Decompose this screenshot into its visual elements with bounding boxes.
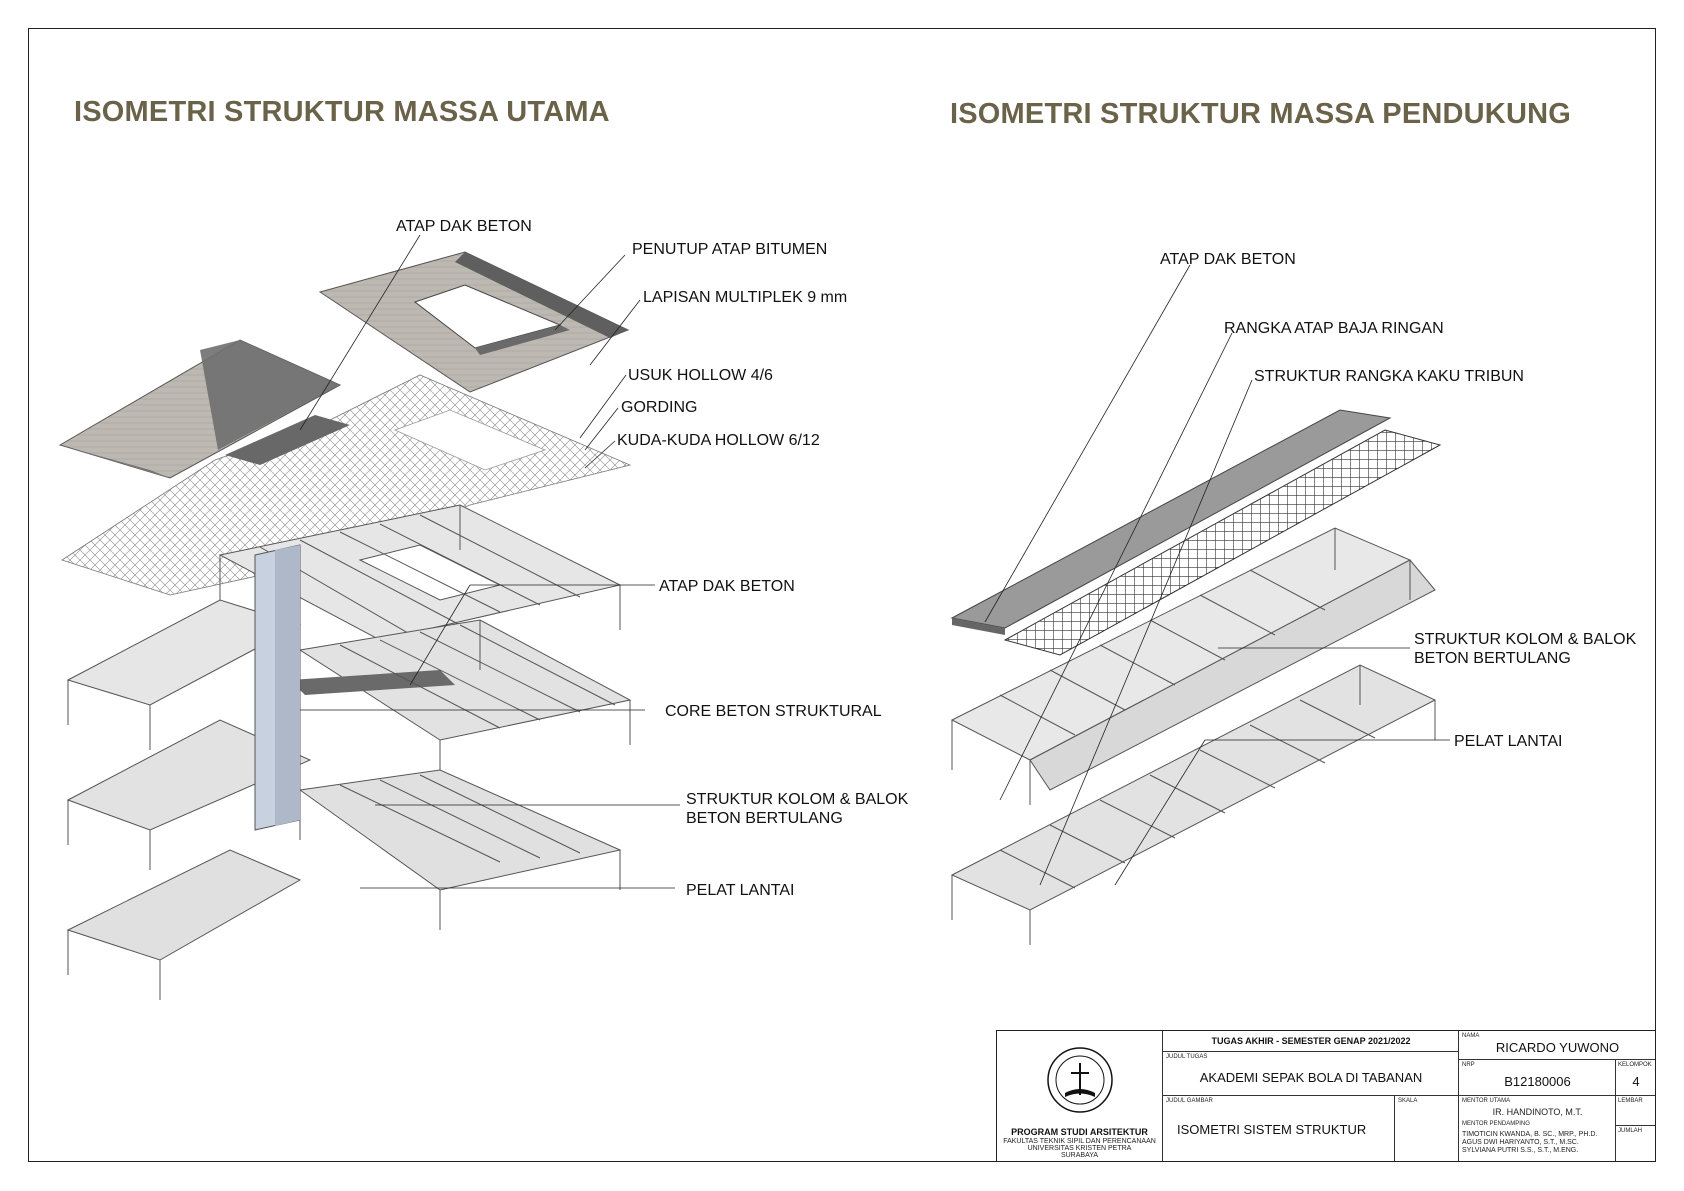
judul-tugas-cell: JUDUL TUGAS AKADEMI SEPAK BOLA DI TABANA… [1162, 1051, 1458, 1095]
title-massa-utama: ISOMETRI STRUKTUR MASSA UTAMA [74, 96, 610, 128]
skala-label: SKALA [1398, 1098, 1418, 1104]
label-atap-dak-beton-mid: ATAP DAK BETON [659, 578, 795, 595]
tugas-akhir-heading: TUGAS AKHIR - SEMESTER GENAP 2021/2022 [1211, 1036, 1411, 1046]
sheet-frame [28, 28, 1656, 1162]
lembar-cell: LEMBAR [1615, 1095, 1655, 1125]
roof-steel-grid [1003, 429, 1442, 656]
logo-cell: PROGRAM STUDI ARSITEKTUR FAKULTAS TEKNIK… [997, 1031, 1162, 1161]
faculty-line-3: SURABAYA [1060, 1152, 1099, 1159]
faculty-line-1: FAKULTAS TEKNIK SIPIL DAN PERENCANAAN [1003, 1138, 1156, 1145]
label-right-atap-dak-beton: ATAP DAK BETON [1160, 251, 1296, 268]
label-rangka-atap: RANGKA ATAP BAJA RINGAN [1224, 320, 1444, 337]
lower-floor-frame-right [950, 664, 1437, 945]
mentor-utama-value: IR. HANDINOTO, M.T. [1492, 1107, 1583, 1117]
massa-utama-drawing: ATAP DAK BETON PENUTUP ATAP BITUMEN LAPI… [58, 218, 909, 1000]
left-leader-lines [299, 234, 680, 889]
roof-truss-layer [61, 374, 632, 596]
label-pelat-lantai: PELAT LANTAI [686, 882, 794, 899]
nrp-value: B12180006 [1504, 1074, 1571, 1089]
nama-value: RICARDO YUWONO [1495, 1040, 1620, 1055]
judul-gambar-cell: JUDUL GAMBAR ISOMETRI SISTEM STRUKTUR [1162, 1095, 1394, 1161]
massa-pendukung-drawing: ATAP DAK BETON RANGKA ATAP BAJA RINGAN S… [950, 251, 1637, 945]
mentor-cell: MENTOR UTAMA IR. HANDINOTO, M.T. MENTOR … [1458, 1095, 1615, 1161]
label-core-beton: CORE BETON STRUKTURAL [665, 703, 882, 720]
label-kuda-kuda: KUDA-KUDA HOLLOW 6/12 [617, 432, 820, 449]
mentor-pendamping-1: TIMOTICIN KWANDA, B. SC., MRP., PH.D. [1462, 1131, 1598, 1138]
program-name: PROGRAM STUDI ARSITEKTUR [1011, 1127, 1148, 1137]
skala-cell: SKALA [1394, 1095, 1458, 1161]
label-lapisan-multiplek: LAPISAN MULTIPLEK 9 mm [643, 289, 847, 306]
mentor-pendamping-label: MENTOR PENDAMPING [1462, 1121, 1530, 1127]
heading-cell: TUGAS AKHIR - SEMESTER GENAP 2021/2022 [1162, 1031, 1458, 1051]
title-massa-pendukung: ISOMETRI STRUKTUR MASSA PENDUKUNG [950, 98, 1571, 130]
faculty-line-2: UNIVERSITAS KRISTEN PETRA [1027, 1145, 1132, 1152]
label-right-pelat-lantai: PELAT LANTAI [1454, 733, 1562, 750]
label-usuk-hollow: USUK HOLLOW 4/6 [628, 367, 773, 384]
nama-cell: NAMA RICARDO YUWONO [1458, 1031, 1655, 1059]
judul-gambar-value: ISOMETRI SISTEM STRUKTUR [1177, 1122, 1367, 1137]
label-rangka-kaku: STRUKTUR RANGKA KAKU TRIBUN [1254, 368, 1524, 385]
lembar-label: LEMBAR [1618, 1098, 1643, 1104]
label-right-kolom-balok-2: BETON BERTULANG [1414, 650, 1571, 667]
mentor-pendamping-2: AGUS DWI HARIYANTO, S.T., M.SC. [1462, 1139, 1579, 1146]
hip-roof-right [318, 251, 630, 393]
label-atap-dak-beton-top: ATAP DAK BETON [396, 218, 532, 235]
tribune-frame [950, 527, 1436, 805]
label-kolom-balok-2: BETON BERTULANG [686, 810, 843, 827]
university-logo [1047, 1047, 1113, 1113]
kelompok-cell: KELOMPOK 4 [1615, 1059, 1655, 1095]
judul-tugas-label: JUDUL TUGAS [1166, 1054, 1208, 1060]
hip-roof-left [58, 339, 342, 479]
nrp-cell: NRP B12180006 [1458, 1059, 1615, 1095]
right-leader-lines [984, 264, 1450, 886]
jumlah-cell: JUMLAH [1615, 1125, 1655, 1161]
label-kolom-balok-1: STRUKTUR KOLOM & BALOK [686, 791, 909, 808]
mentor-utama-label: MENTOR UTAMA [1462, 1098, 1511, 1104]
jumlah-label: JUMLAH [1618, 1128, 1643, 1134]
nrp-label: NRP [1462, 1062, 1475, 1068]
nama-label: NAMA [1462, 1033, 1480, 1039]
judul-tugas-value: AKADEMI SEPAK BOLA DI TABANAN [1199, 1070, 1423, 1085]
judul-gambar-label: JUDUL GAMBAR [1166, 1098, 1213, 1104]
mentor-pendamping-3: SYLVIANA PUTRI S.S., S.T., M.ENG. [1462, 1147, 1579, 1154]
label-gording: GORDING [621, 399, 697, 416]
label-right-kolom-balok-1: STRUKTUR KOLOM & BALOK [1414, 631, 1637, 648]
label-penutup-atap: PENUTUP ATAP BITUMEN [632, 241, 827, 258]
kelompok-label: KELOMPOK [1618, 1062, 1652, 1068]
kelompok-value: 4 [1632, 1074, 1640, 1089]
core-beton [254, 544, 301, 831]
title-block: PROGRAM STUDI ARSITEKTUR FAKULTAS TEKNIK… [996, 1030, 1656, 1162]
